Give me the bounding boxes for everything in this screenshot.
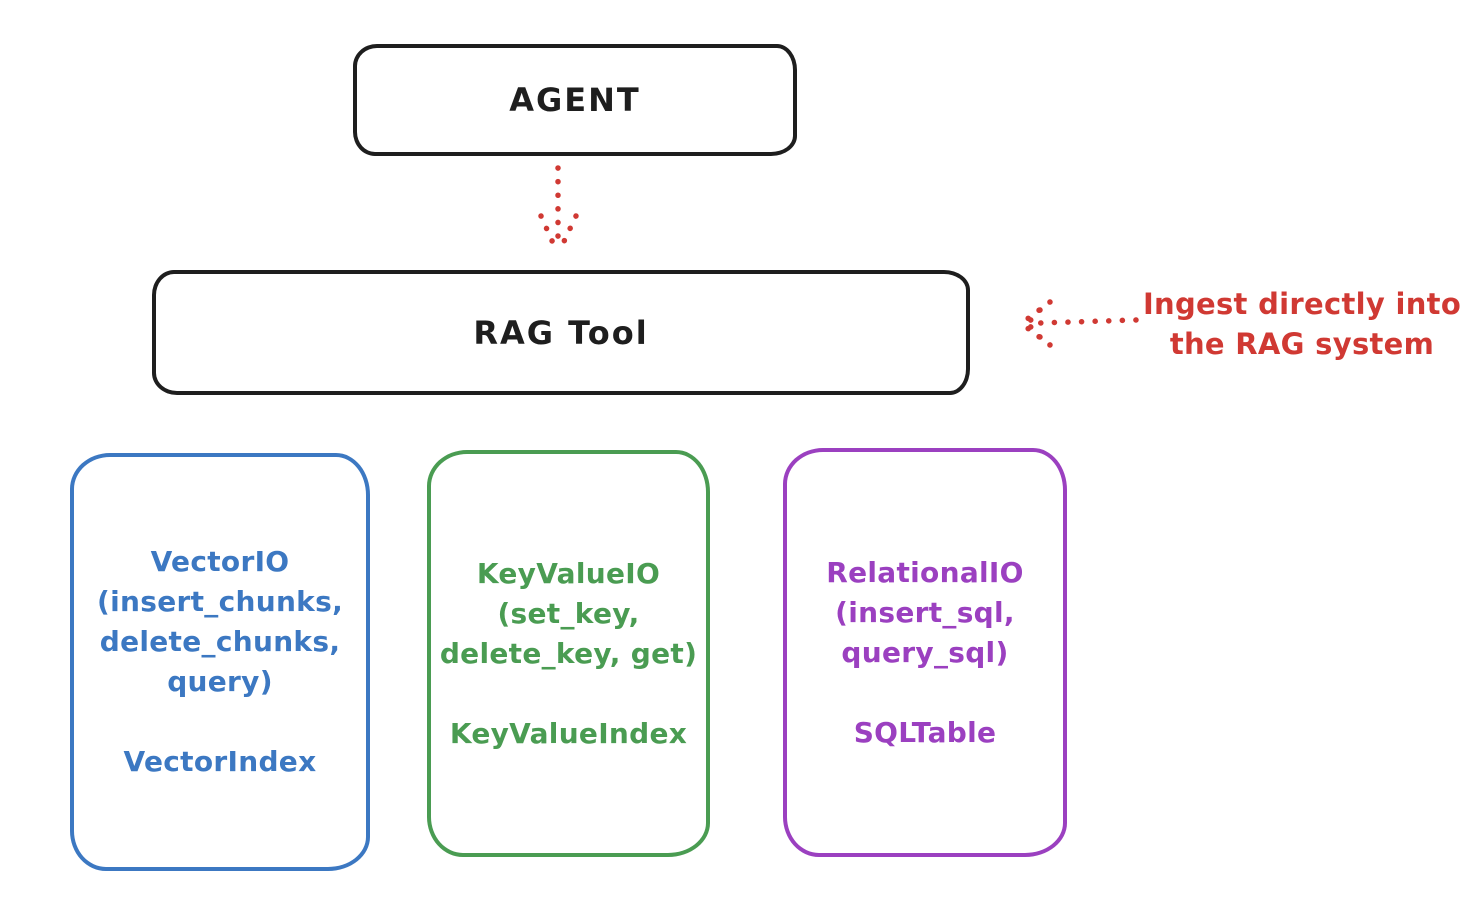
vector-io-line: VectorIO <box>150 545 290 578</box>
agent-node: AGENT <box>353 44 797 156</box>
key-value-io-methods: KeyValueIO (set_key, delete_key, get) <box>440 554 697 674</box>
vector-io-line: delete_chunks, <box>99 625 341 658</box>
relational-io-line: (insert_sql, <box>835 595 1015 629</box>
ingest-annotation-line-1: Ingest directly into <box>1142 287 1462 321</box>
relational-io-node: RelationalIO (insert_sql, query_sql) SQL… <box>783 448 1067 857</box>
agent-label: AGENT <box>509 81 641 119</box>
key-value-io-line: (set_key, <box>497 596 640 630</box>
vector-io-node: VectorIO (insert_chunks, delete_chunks, … <box>70 453 370 871</box>
ingest-annotation-line-2: the RAG system <box>1169 327 1435 361</box>
rag-tool-label: RAG Tool <box>473 313 649 352</box>
key-value-io-node: KeyValueIO (set_key, delete_key, get) Ke… <box>427 450 710 857</box>
vector-index-label: VectorIndex <box>123 745 317 778</box>
vector-io-line: (insert_chunks, <box>97 585 343 618</box>
key-value-index-label: KeyValueIndex <box>449 716 688 750</box>
vector-io-line: query) <box>167 665 273 698</box>
rag-tool-node: RAG Tool <box>152 270 970 395</box>
key-value-io-line: KeyValueIO <box>476 556 661 590</box>
ingest-annotation: Ingest directly into the RAG system <box>1128 284 1476 364</box>
sql-table-label: SQLTable <box>853 715 997 749</box>
key-value-io-line: delete_key, get) <box>439 636 698 670</box>
vector-io-methods: VectorIO (insert_chunks, delete_chunks, … <box>97 542 343 702</box>
agent-to-rag-arrow-icon <box>538 165 579 255</box>
relational-io-line: query_sql) <box>841 635 1009 669</box>
relational-io-methods: RelationalIO (insert_sql, query_sql) <box>826 553 1024 673</box>
relational-io-line: RelationalIO <box>826 555 1024 589</box>
annotation-to-rag-arrow-icon <box>1019 299 1139 348</box>
